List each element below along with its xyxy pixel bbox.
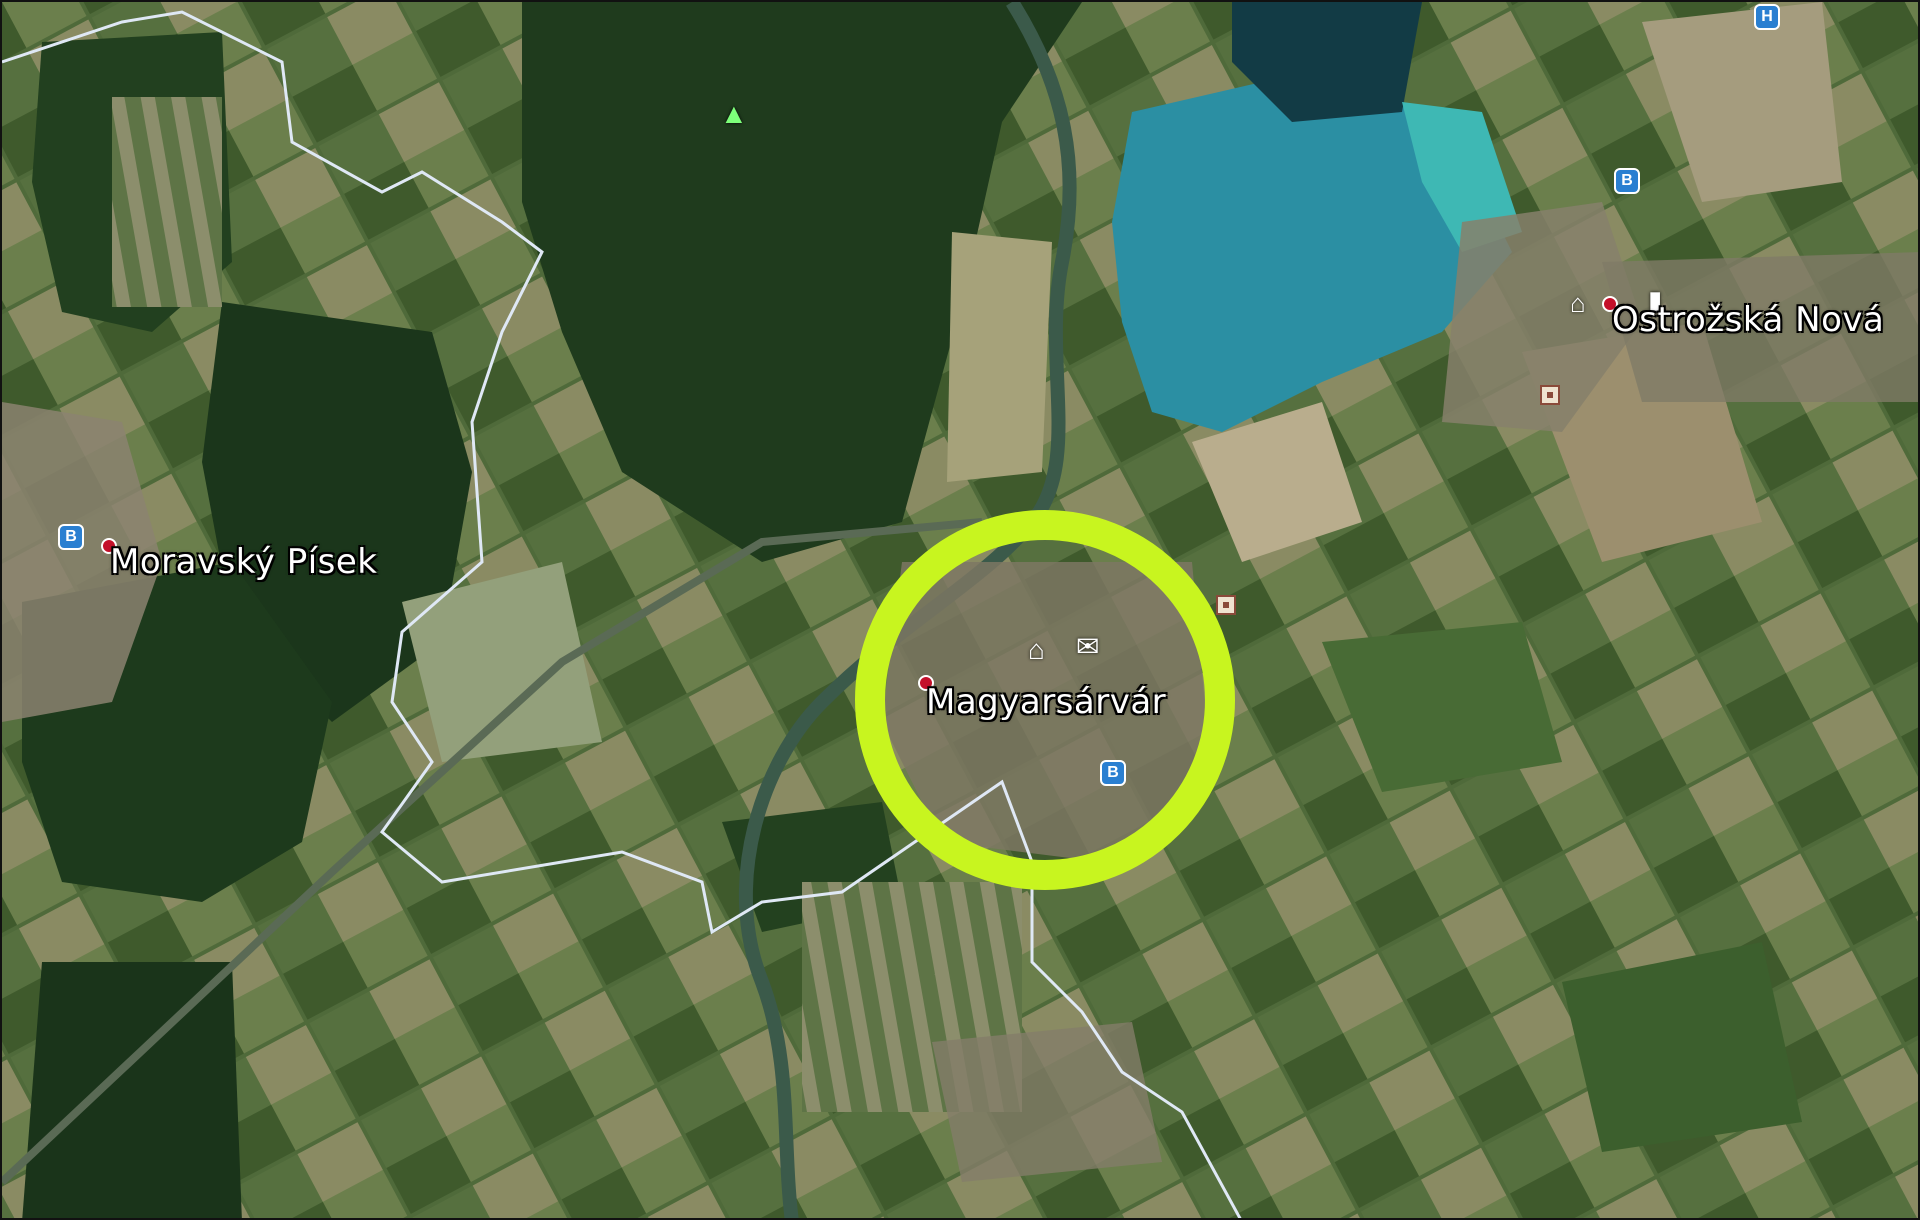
forest-area — [22, 962, 242, 1218]
village-area — [2, 402, 162, 722]
field-strips — [112, 97, 222, 307]
lake — [1112, 82, 1512, 432]
village-area — [1442, 202, 1642, 432]
place-pin[interactable] — [101, 538, 117, 554]
tree-icon[interactable]: ▲ — [720, 98, 748, 129]
place-label-ostrozska-nova[interactable]: Ostrožská Nová — [1612, 300, 1885, 340]
lake-shallows — [1402, 102, 1522, 252]
village-area — [1602, 252, 1918, 402]
bus-stop-icon[interactable]: B — [58, 524, 84, 550]
museum-icon[interactable]: ▮ — [1648, 285, 1663, 315]
highlight-circle — [855, 510, 1235, 890]
place-pin[interactable] — [1602, 296, 1618, 312]
landmark-icon[interactable] — [1540, 385, 1560, 405]
forest-area — [522, 2, 1082, 562]
lake — [1232, 2, 1422, 122]
museum-icon[interactable]: ⌂ — [1570, 288, 1586, 318]
landmark-icon[interactable] — [1216, 595, 1236, 615]
road — [2, 518, 983, 1185]
place-label-moravsky-pisek[interactable]: Moravský Písek — [110, 542, 378, 582]
bus-stop-icon[interactable]: B — [1614, 168, 1640, 194]
hotel-icon[interactable]: H — [1754, 4, 1780, 30]
village-area — [932, 1022, 1162, 1182]
